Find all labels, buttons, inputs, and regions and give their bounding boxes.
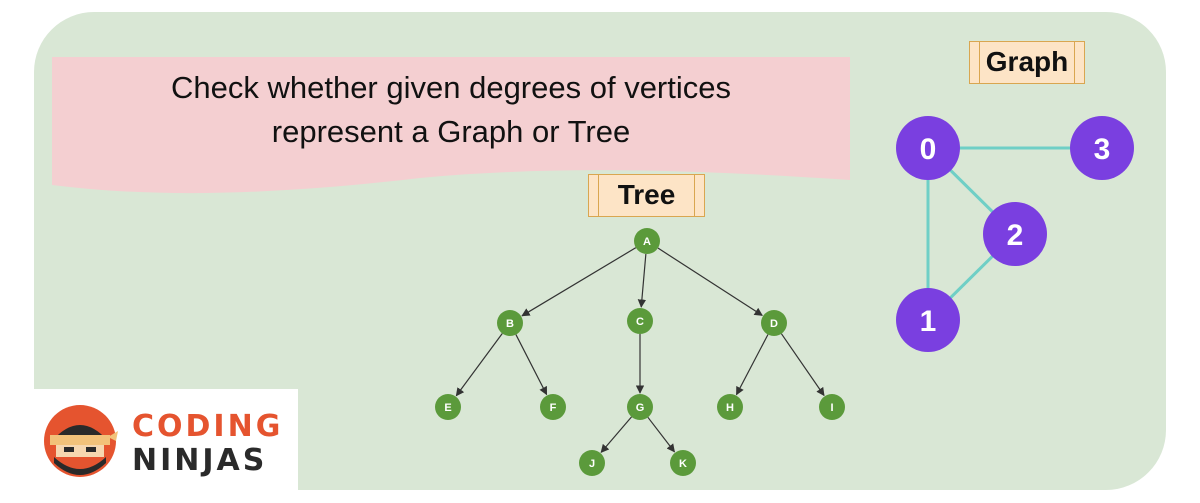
tree-node-A: A bbox=[634, 228, 660, 254]
tree-node-label: H bbox=[726, 402, 734, 414]
tree-node-label: F bbox=[550, 402, 557, 414]
graph-node-0: 0 bbox=[896, 116, 960, 180]
tree-node-E: E bbox=[435, 394, 461, 420]
tree-node-label: D bbox=[770, 318, 778, 330]
graph-node-label: 1 bbox=[920, 305, 937, 338]
tree-node-label: A bbox=[643, 236, 651, 248]
ninja-mascot-icon bbox=[44, 405, 118, 477]
graph-node-3: 3 bbox=[1070, 116, 1134, 180]
tree-edge-G-J bbox=[600, 416, 632, 454]
logo-word-ninjas: NINJAS bbox=[132, 443, 268, 478]
tree-node-label: K bbox=[679, 458, 687, 470]
tree-node-C: C bbox=[627, 308, 653, 334]
tree-node-H: H bbox=[717, 394, 743, 420]
graph-node-label: 0 bbox=[920, 133, 937, 166]
coding-ninjas-logo: CODING NINJAS bbox=[34, 389, 298, 490]
tree-node-D: D bbox=[761, 310, 787, 336]
graph-label: Graph bbox=[969, 41, 1085, 84]
tree-node-B: B bbox=[497, 310, 523, 336]
graph-node-1: 1 bbox=[896, 288, 960, 352]
tree-node-label: G bbox=[636, 402, 645, 414]
tree-node-I: I bbox=[819, 394, 845, 420]
tree-edge-D-I bbox=[780, 333, 825, 397]
title-line-1: Check whether given degrees of vertices bbox=[170, 70, 731, 105]
tree-node-label: B bbox=[506, 318, 514, 330]
tree-edge-D-H bbox=[735, 334, 769, 396]
page-title: Check whether given degrees of vertices … bbox=[52, 66, 850, 154]
tree-node-label: I bbox=[830, 402, 833, 414]
tree-node-K: K bbox=[670, 450, 696, 476]
tree-node-G: G bbox=[627, 394, 653, 420]
logo-word-coding: CODING bbox=[132, 409, 284, 444]
graph-node-label: 2 bbox=[1007, 219, 1024, 252]
tree-edge-B-E bbox=[455, 333, 503, 397]
tree-node-F: F bbox=[540, 394, 566, 420]
tree-edge-A-D bbox=[657, 247, 763, 316]
tree-edge-A-C bbox=[637, 253, 647, 308]
title-line-2: represent a Graph or Tree bbox=[271, 114, 631, 149]
tree-node-label: J bbox=[589, 458, 595, 470]
tree-node-label: C bbox=[636, 316, 644, 328]
tree-edge-G-K bbox=[647, 416, 675, 453]
graph-node-2: 2 bbox=[983, 202, 1047, 266]
tree-node-J: J bbox=[579, 450, 605, 476]
graph-node-label: 3 bbox=[1094, 133, 1111, 166]
tree-edge-B-F bbox=[515, 334, 548, 396]
tree-label: Tree bbox=[588, 174, 705, 217]
tree-node-label: E bbox=[444, 402, 451, 414]
tree-edge-A-B bbox=[521, 247, 637, 317]
